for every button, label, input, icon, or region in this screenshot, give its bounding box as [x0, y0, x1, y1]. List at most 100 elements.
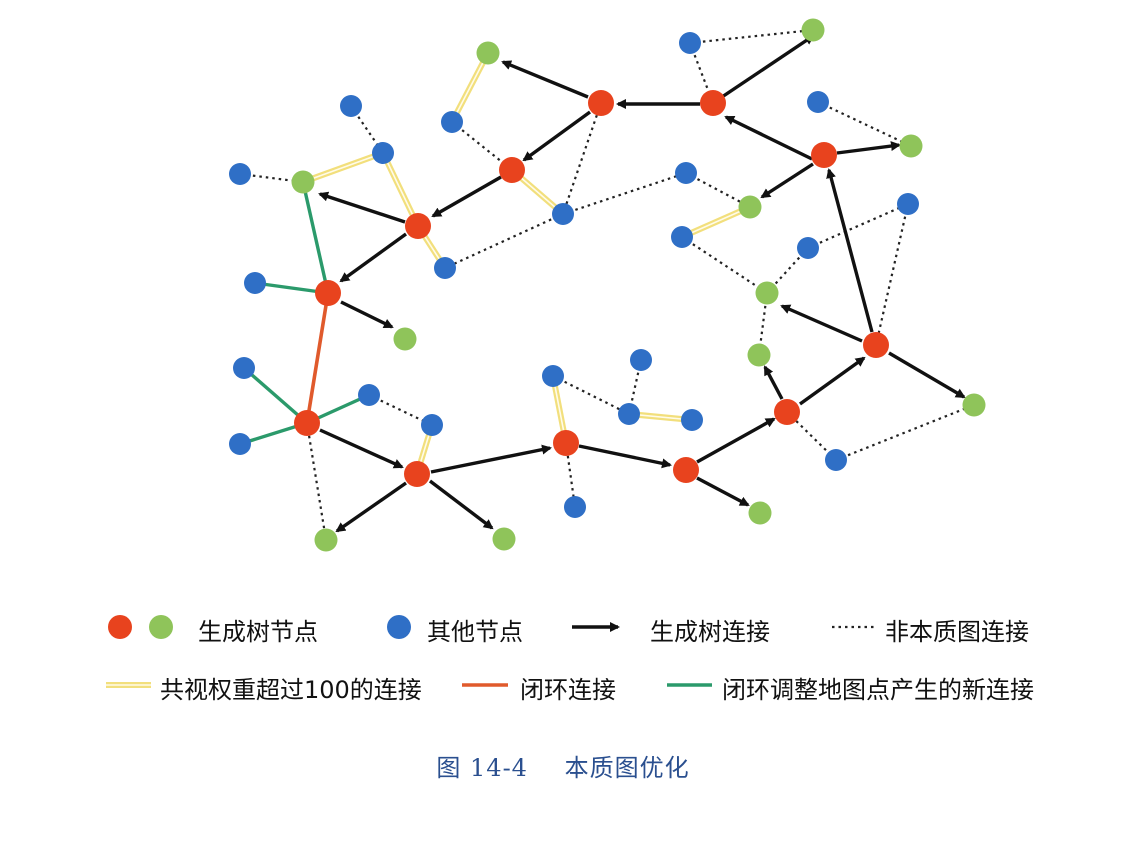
tree-arrow [428, 479, 494, 530]
other-node [564, 496, 586, 518]
tree-arrow [335, 481, 407, 533]
covisibility-edge [301, 150, 385, 185]
other-node [671, 226, 693, 248]
tree-arrow [430, 444, 552, 474]
other-node [552, 203, 574, 225]
tree-node-green [476, 41, 500, 65]
legend-loop-closure-edges: 闭环连接 [520, 676, 616, 704]
tree-arrow [763, 365, 784, 400]
tree-node-green [899, 134, 923, 158]
spanning-green-nodes [291, 18, 986, 552]
tree-node-red [315, 280, 341, 306]
tree-arrow [712, 34, 815, 105]
dotted-edge [681, 236, 768, 294]
other-node [372, 142, 394, 164]
tree-arrow [578, 444, 672, 469]
tree-node-green [962, 393, 986, 417]
dotted-edge [368, 394, 433, 426]
figure-title: 本质图优化 [564, 754, 690, 782]
covisibility-edge [380, 151, 421, 228]
tree-node-green [393, 327, 417, 351]
dotted-edge [685, 172, 751, 208]
spanning-tree-edges [318, 34, 966, 533]
figure-caption: 图 14-4 本质图优化 [0, 748, 1126, 783]
dotted-edge [562, 171, 687, 216]
tree-node-green [748, 501, 772, 525]
loop-closure-edge [305, 292, 330, 424]
covisibility-edge [680, 204, 752, 240]
loop-adjust-edges [239, 181, 370, 446]
other-node [807, 91, 829, 113]
tree-arrow [799, 356, 866, 406]
other-node [340, 95, 362, 117]
dotted-edge [874, 203, 910, 346]
dotted-edge [807, 202, 909, 250]
other-node [630, 349, 652, 371]
legend-other-nodes: 其他节点 [427, 618, 523, 646]
tree-arrow [522, 110, 591, 162]
tree-node-red [774, 399, 800, 425]
tree-node-red [404, 461, 430, 487]
dotted-edge [552, 375, 630, 415]
tree-arrow [780, 304, 863, 343]
tree-arrow [760, 162, 814, 199]
tree-arrow [339, 232, 407, 283]
tree-node-red [863, 332, 889, 358]
legend-spanning-tree-nodes: 生成树节点 [198, 618, 318, 646]
loop-adjust-edge [301, 181, 330, 294]
tree-node-red [673, 457, 699, 483]
tree-arrow [724, 115, 813, 161]
legend-green-node-swatch [149, 615, 173, 639]
other-node [244, 272, 266, 294]
dotted-edge [444, 212, 564, 270]
tree-arrow [826, 168, 874, 333]
dotted-edge [835, 403, 975, 462]
tree-node-green [801, 18, 825, 42]
covisibility-edge [449, 51, 491, 124]
tree-node-green [755, 281, 779, 305]
spanning-red-nodes [294, 90, 889, 487]
tree-arrow [888, 351, 966, 399]
tree-arrow [696, 417, 776, 464]
other-node [441, 111, 463, 133]
tree-arrow [319, 428, 404, 469]
legend-spanning-tree-edges: 生成树连接 [650, 618, 770, 646]
other-node [679, 32, 701, 54]
other-node [421, 414, 443, 436]
legend-covisibility-edges: 共视权重超过100的连接 [160, 676, 422, 704]
other-node [681, 409, 703, 431]
legend-loop-adjust-new-edges: 闭环调整地图点产生的新连接 [722, 676, 1034, 704]
tree-node-red [588, 90, 614, 116]
legend-red-node-swatch [108, 615, 132, 639]
dotted-edge [561, 102, 603, 215]
tree-node-green [738, 195, 762, 219]
other-node [229, 163, 251, 185]
tree-node-red [294, 410, 320, 436]
tree-arrow [340, 300, 394, 329]
tree-arrow [836, 141, 901, 155]
other-node [434, 257, 456, 279]
other-nodes [229, 32, 919, 518]
legend-symbols [106, 615, 874, 688]
other-node [897, 193, 919, 215]
tree-node-green [747, 343, 771, 367]
legend-non-essential-edges: 非本质图连接 [885, 618, 1029, 646]
dotted-edge [305, 422, 328, 541]
tree-node-green [492, 527, 516, 551]
other-node [825, 449, 847, 471]
tree-arrow [431, 175, 502, 218]
other-node [618, 403, 640, 425]
other-node [675, 162, 697, 184]
tree-node-red [700, 90, 726, 116]
dotted-edge [817, 101, 912, 147]
other-node [229, 433, 251, 455]
tree-node-red [405, 213, 431, 239]
loop-adjust-edge [242, 366, 309, 425]
figure-label: 图 14-4 [436, 754, 528, 782]
tree-node-red [553, 430, 579, 456]
covisibility-edges [301, 51, 752, 475]
other-node [233, 357, 255, 379]
tree-node-red [811, 142, 837, 168]
other-node [542, 365, 564, 387]
